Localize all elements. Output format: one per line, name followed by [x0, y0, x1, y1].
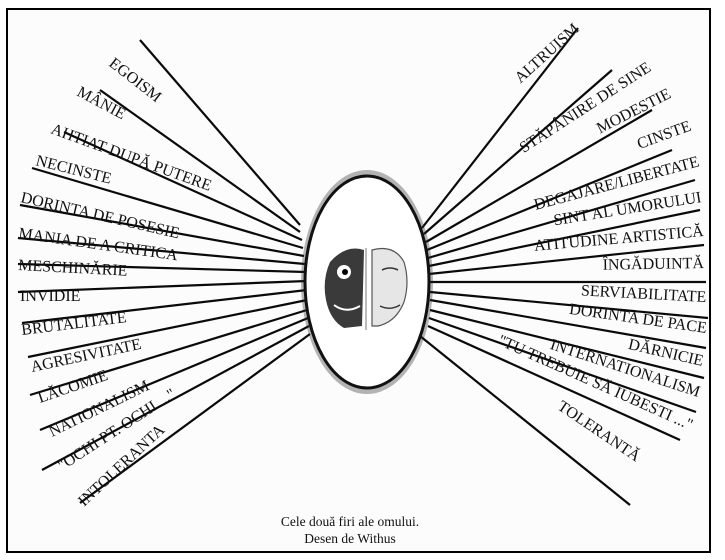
- left-trait-label: AGRESIVITATE: [29, 336, 143, 376]
- right-trait-label: ALTRUISM: [512, 20, 583, 86]
- right-trait-label: DORINTA DE PACE: [568, 301, 708, 337]
- caption: Cele două firi ale omului. Desen de With…: [250, 513, 450, 547]
- head-outline: [305, 176, 429, 388]
- right-trait-label: ÎNGĂDUINTĂ: [602, 253, 704, 274]
- right-trait-label: CINSTE: [635, 118, 693, 153]
- caption-line-2: Desen de Withus: [250, 530, 450, 547]
- caption-line-1: Cele două firi ale omului.: [250, 513, 450, 530]
- left-trait-label: BRUTALITATE: [20, 309, 127, 339]
- left-trait-label: EGOISM: [106, 55, 165, 106]
- left-trait-label: INVIDIE: [20, 288, 80, 305]
- head-illustration: [301, 170, 433, 394]
- left-trait-label: NECINSTE: [34, 152, 113, 187]
- left-trait-label: MESCHINĂRIE: [18, 255, 128, 280]
- left-trait-label: AHTIAT DUPĂ PUTERE: [49, 119, 215, 195]
- right-trait-label: SERVIABILITATE: [581, 282, 707, 306]
- left-trait-label: MÂNIE: [74, 82, 129, 123]
- left-ray-1: [140, 40, 300, 225]
